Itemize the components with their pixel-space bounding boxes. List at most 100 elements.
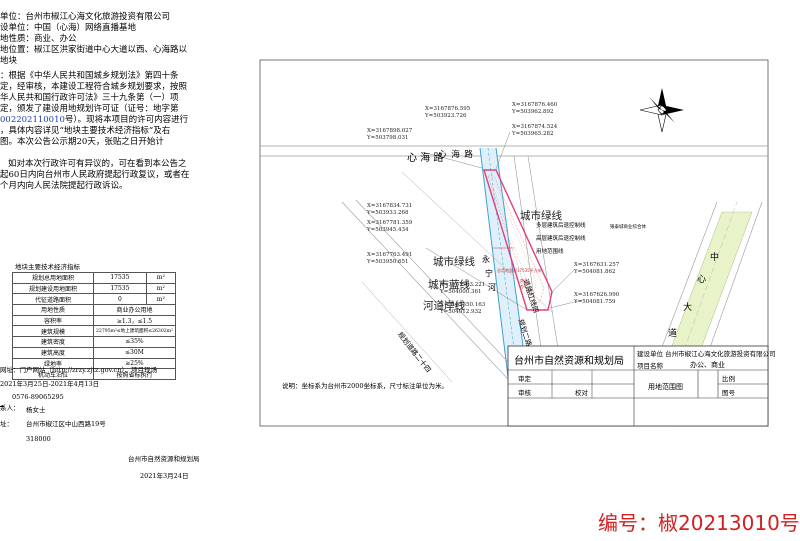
notice-line bbox=[0, 148, 236, 159]
leader-line bbox=[421, 151, 483, 169]
label-area-use: 商业 bbox=[520, 278, 528, 283]
title-block-verify: 校对 bbox=[575, 389, 588, 397]
notice-text: 单位：台州市椒江心海文化旅游投资有限公司 设单位：中国（心海）网络直播基地 地性… bbox=[0, 12, 236, 192]
setback-line bbox=[487, 175, 545, 303]
site-plan-map bbox=[259, 59, 769, 427]
label-area-use2: 办公 bbox=[520, 284, 528, 289]
spec-table-title: 地块主要技术经济指标 bbox=[15, 263, 80, 271]
notice-line: 如对本次行政许可有异议的，可在看到本公告之 bbox=[8, 159, 187, 169]
notice-line: 图。本次公告公示期20天，张贴之日开始计 bbox=[0, 137, 164, 147]
spec-row: 容积率≥1.3，≤1.5 bbox=[12, 314, 176, 327]
signature-date: 2021年3月24日 bbox=[140, 472, 189, 480]
notice-line: 单位：台州市椒江心海文化旅游投资有限公司 bbox=[0, 12, 171, 22]
road-edge bbox=[401, 171, 553, 313]
notice-line: ，具体内容详见“地块主要技术经济指标”及右 bbox=[0, 126, 171, 136]
spec-row: 建筑高度≤30M bbox=[12, 346, 176, 359]
road-center-c: 心 bbox=[697, 275, 707, 285]
spec-label: 建筑规模 bbox=[12, 325, 94, 338]
title-block-review: 审定 bbox=[518, 375, 531, 383]
contact-person-label: 系人： bbox=[0, 404, 20, 412]
title-block-scale: 比例 bbox=[722, 375, 735, 383]
road-center-d: 道 bbox=[668, 329, 678, 339]
spec-value: ≤30M bbox=[93, 346, 176, 359]
road-xinhai-left: 心 海 路 bbox=[407, 153, 444, 164]
spec-label: 代征道路面积 bbox=[12, 293, 94, 306]
serial-number: 编号：椒20213010号 bbox=[598, 511, 800, 535]
label-blue-line: 城市蓝线 bbox=[428, 279, 470, 291]
map-note: 说明：坐标系为台州市2000坐标系，尺寸标注单位为米。 bbox=[282, 382, 449, 390]
spec-row: 绿地率≥25% bbox=[12, 357, 176, 370]
notice-line: 个月内向人民法院提起行政诉讼。 bbox=[0, 181, 128, 191]
leader-line bbox=[549, 269, 575, 295]
spec-unit: m² bbox=[145, 282, 176, 295]
title-block-project: 项目名称 bbox=[637, 362, 663, 370]
label-plan-name: 银泰城商业综合体 bbox=[610, 225, 646, 230]
notice-line: 地位置：椒江区洪家街道中心大道以西、心海路以 bbox=[0, 45, 188, 55]
spec-value: ≥1.3，≤1.5 bbox=[93, 314, 176, 327]
label-water-c: 河 bbox=[488, 283, 496, 292]
spec-label: 建筑密度 bbox=[12, 336, 94, 348]
notice-line: 华人民共和国行政许可法》三十九条第（一）项 bbox=[0, 93, 179, 103]
label-water-b: 宁 bbox=[485, 269, 493, 278]
title-block-check: 审核 bbox=[518, 389, 531, 397]
leader-line bbox=[549, 299, 583, 309]
setback-line bbox=[491, 183, 537, 297]
leader-line bbox=[495, 131, 511, 170]
notice-line: 地块 bbox=[0, 56, 18, 66]
spec-label: 规划总用地面积 bbox=[12, 272, 94, 284]
spec-unit: m² bbox=[145, 272, 176, 284]
label-multi-setback: 多层建筑后退控制线 bbox=[536, 223, 586, 229]
spec-value: 商业办公用地 bbox=[93, 304, 176, 316]
road-center-a: 中 bbox=[710, 253, 720, 263]
spec-value: 0 bbox=[93, 293, 147, 306]
contact-website: 网址：门户网站（http://zrzy.zjtz.gov.cn）、项目现场 bbox=[0, 366, 158, 374]
contact-person: 杨女士 bbox=[26, 406, 46, 414]
label-boundary: 用地范围线 bbox=[536, 249, 564, 255]
title-block-drawing: 用地范围图 bbox=[648, 383, 683, 391]
notice-line: 定，颁发了建设用地规划许可证（证号：地字第 bbox=[0, 104, 179, 114]
spec-label: 容积率 bbox=[12, 314, 94, 327]
notice-line: 定，经审核，本建设工程符合城乡规划要求，按照 bbox=[0, 82, 188, 92]
spec-label: 绿地率 bbox=[12, 357, 94, 370]
spec-value: 按照省标执行 bbox=[93, 368, 176, 380]
label-green-west: 城市绿线 bbox=[433, 256, 475, 268]
contact-phone: 0576-89065295 bbox=[12, 393, 64, 401]
spec-label: 用地性质 bbox=[12, 304, 94, 316]
parcel-boundary bbox=[483, 169, 553, 311]
notice-line: 设单位：中国（心海）网络直播基地 bbox=[0, 23, 137, 33]
spec-value: 17535 bbox=[93, 272, 147, 284]
label-green-east: 城市绿线 bbox=[520, 210, 562, 222]
label-high-setback: 高层建筑后退控制线 bbox=[536, 236, 586, 242]
notice-line: 起60日内向台州市人民政府提起行政复议，或者在 bbox=[0, 170, 190, 180]
spec-value: ≥25% bbox=[93, 357, 176, 370]
spec-value: 22795m²≤地上建筑面积≤26302m² bbox=[93, 325, 176, 338]
license-number: 002202110010 bbox=[0, 115, 65, 125]
spec-row: 机动车泊位按照省标执行 bbox=[12, 368, 176, 380]
spec-value: 17535 bbox=[93, 282, 147, 295]
contact-address-label: 址： bbox=[0, 420, 13, 428]
notice-line: ：根据《中华人民共和国城乡规划法》第四十条 bbox=[0, 71, 179, 81]
title-block-builder: 建设单位 台州市椒江心海文化旅游投资有限公司 bbox=[637, 350, 776, 358]
spec-label: 机动车泊位 bbox=[12, 368, 94, 380]
contact-postcode: 318000 bbox=[26, 435, 51, 443]
spec-label: 建筑高度 bbox=[12, 346, 94, 359]
spec-value: ≤35% bbox=[93, 336, 176, 348]
notice-line-license: 002202110010号）。现将本项目的许可内容进行 bbox=[0, 115, 236, 126]
spec-row: 建筑密度≤35% bbox=[12, 336, 176, 348]
road-edge bbox=[361, 281, 453, 383]
road-xinhai: 心 海 路 bbox=[438, 150, 474, 160]
label-river-bank: 河道岸线 bbox=[423, 300, 465, 312]
